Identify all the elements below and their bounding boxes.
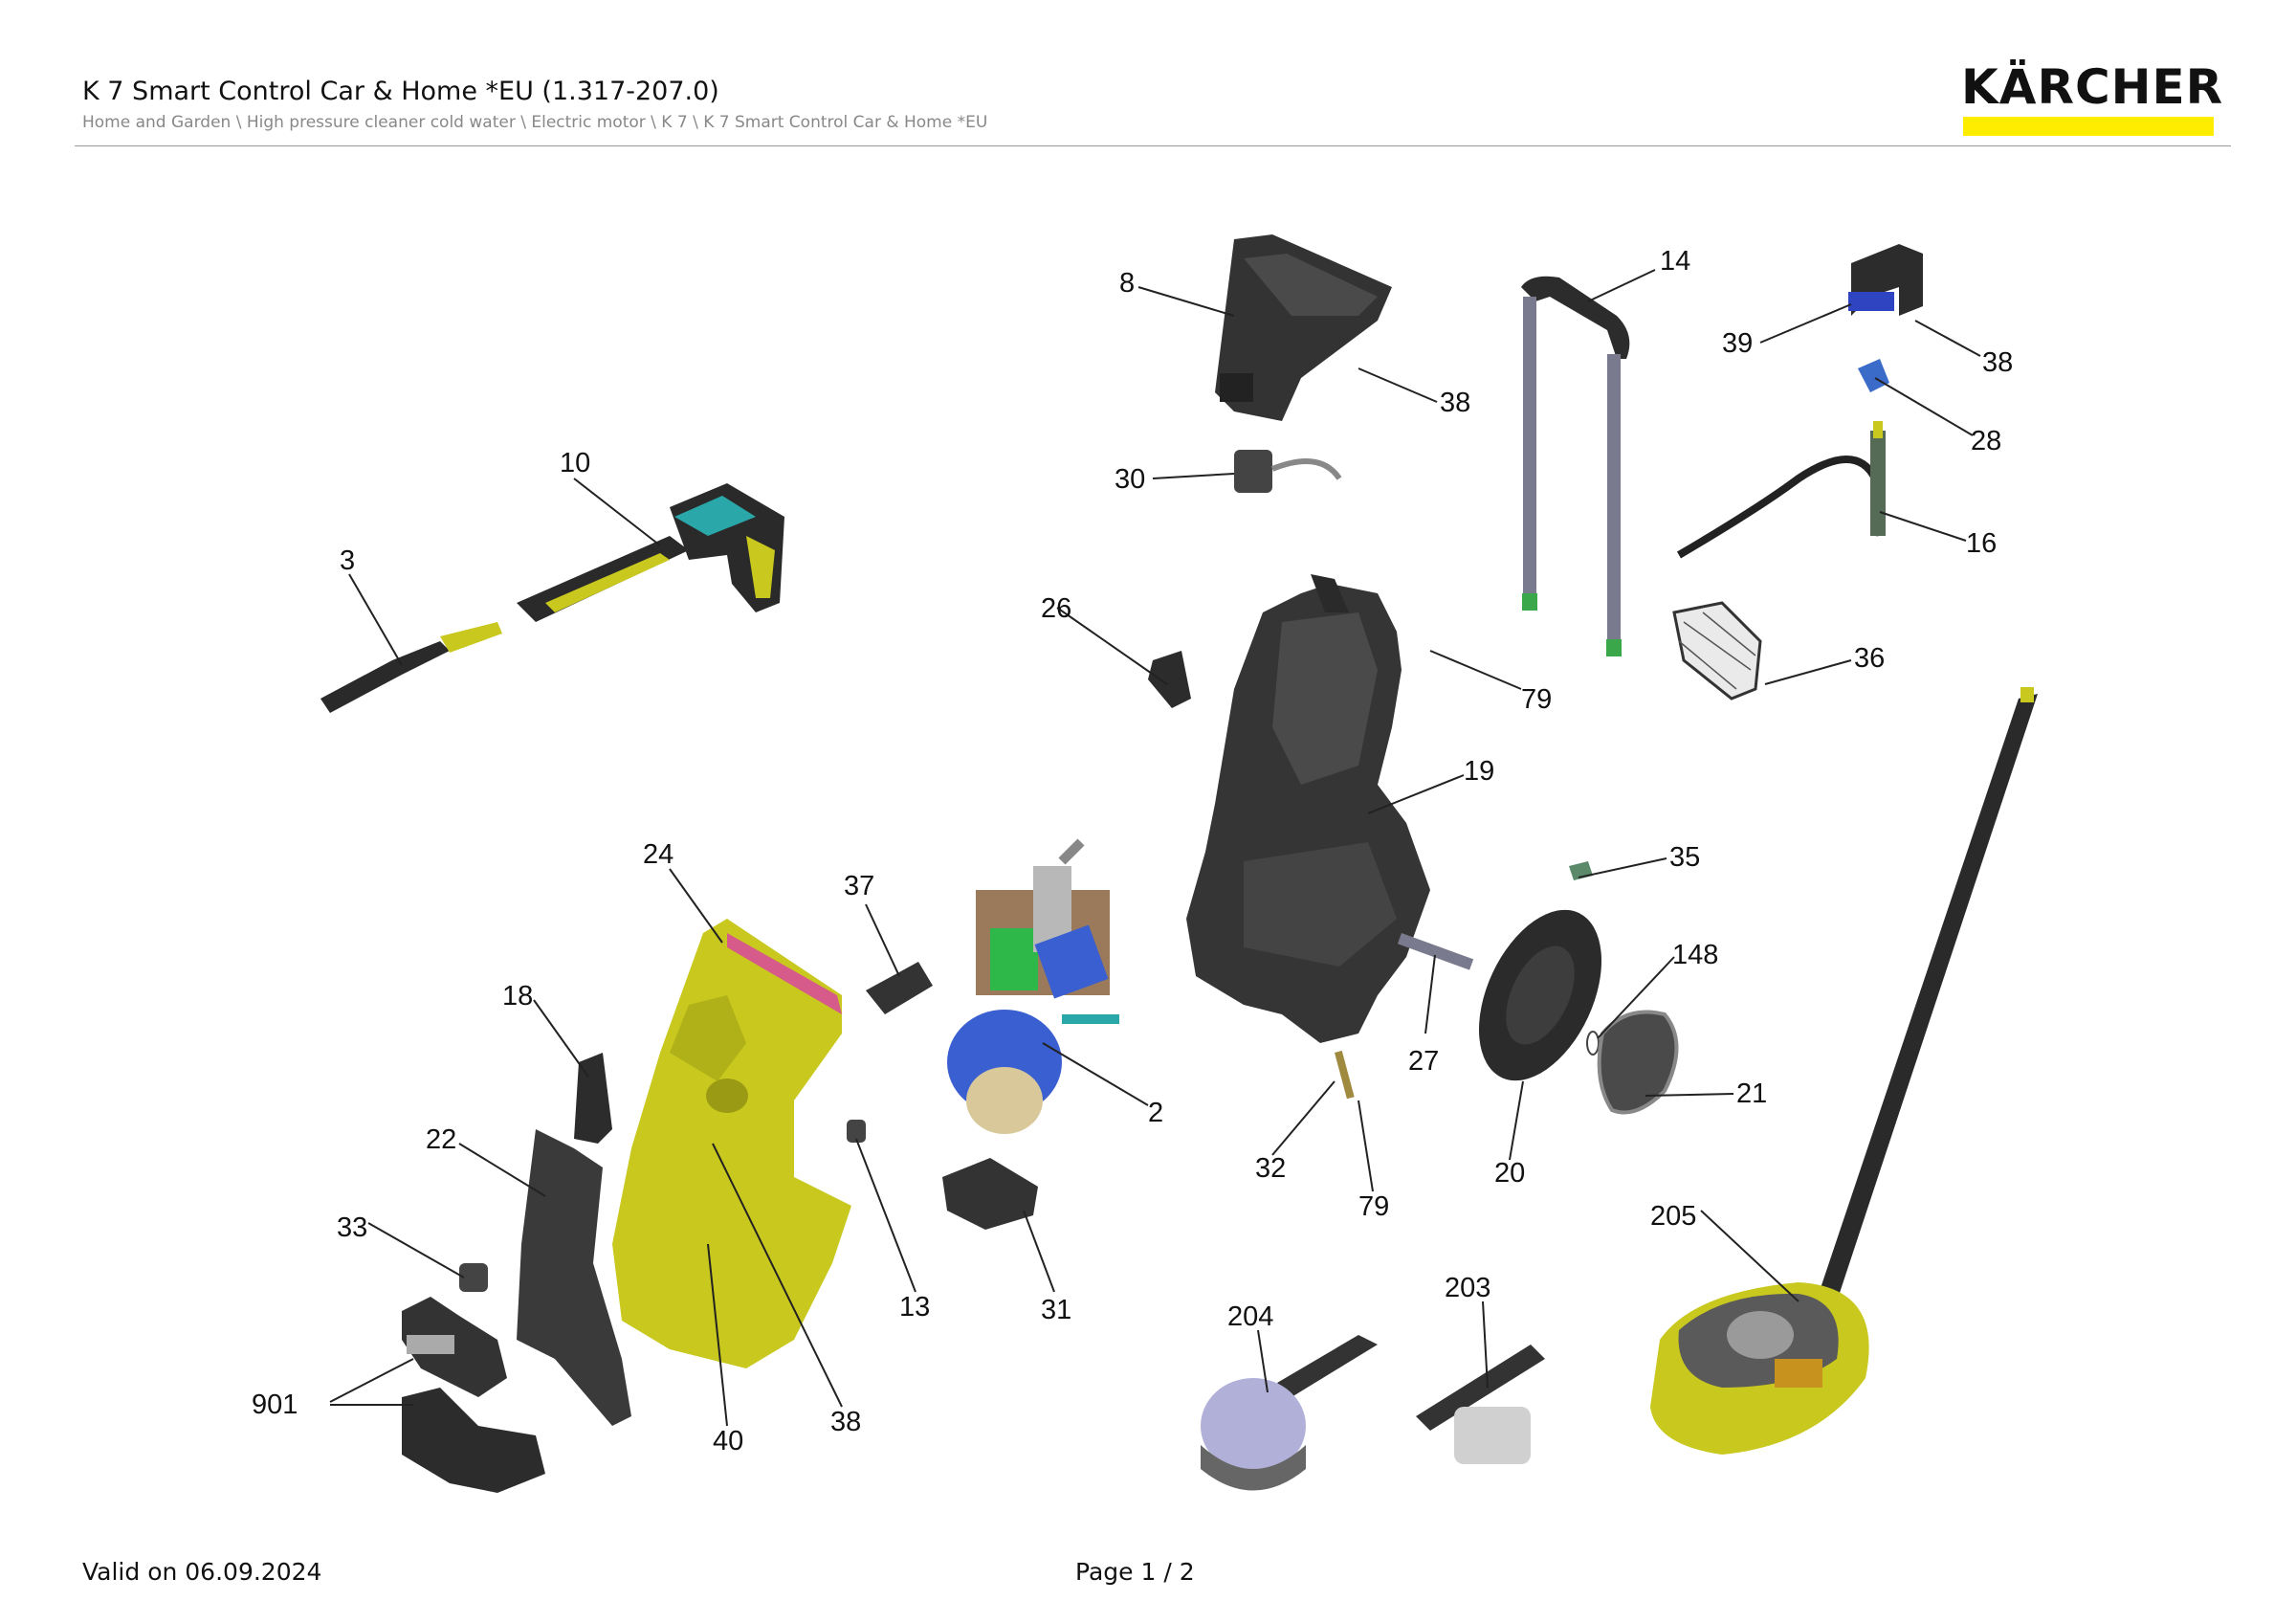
part-3-lance bbox=[320, 622, 502, 713]
callout-24[interactable]: 24 bbox=[643, 839, 673, 870]
callout-3[interactable]: 3 bbox=[340, 545, 355, 576]
callout-16[interactable]: 16 bbox=[1966, 528, 1997, 559]
callout-31[interactable]: 31 bbox=[1041, 1295, 1071, 1325]
callout-901[interactable]: 901 bbox=[252, 1390, 298, 1420]
callout-19[interactable]: 19 bbox=[1464, 756, 1494, 787]
part-204-brush bbox=[1201, 1335, 1378, 1491]
part-27-axle bbox=[1397, 933, 1474, 970]
callout-21[interactable]: 21 bbox=[1736, 1078, 1767, 1109]
callout-20[interactable]: 20 bbox=[1494, 1158, 1525, 1189]
callout-22[interactable]: 22 bbox=[426, 1124, 456, 1155]
page-number: Page 1 / 2 bbox=[1075, 1558, 1195, 1586]
callout-36[interactable]: 36 bbox=[1854, 643, 1885, 674]
part-19-frame bbox=[1186, 574, 1430, 1043]
callout-30[interactable]: 30 bbox=[1115, 464, 1145, 495]
breadcrumb[interactable]: Home and Garden \ High pressure cleaner … bbox=[82, 113, 988, 132]
part-205-surface-cleaner bbox=[1650, 687, 2038, 1455]
part-901-bracket bbox=[402, 1297, 545, 1493]
karcher-logo-bar bbox=[1963, 117, 2214, 136]
part-2-motor-pump bbox=[947, 838, 1119, 1134]
callout-205[interactable]: 205 bbox=[1650, 1201, 1696, 1232]
part-32-screw bbox=[1334, 1050, 1355, 1100]
callout-148[interactable]: 148 bbox=[1672, 940, 1718, 970]
callout-13[interactable]: 13 bbox=[899, 1292, 930, 1323]
callout-32[interactable]: 32 bbox=[1255, 1153, 1286, 1184]
leader-lines bbox=[329, 269, 1981, 1427]
part-37-cap bbox=[866, 962, 933, 1014]
callout-33[interactable]: 33 bbox=[337, 1212, 367, 1243]
part-24-housing bbox=[612, 919, 851, 1368]
callout-14[interactable]: 14 bbox=[1660, 246, 1690, 277]
callout-2[interactable]: 2 bbox=[1148, 1098, 1163, 1128]
part-31-tray bbox=[942, 1158, 1038, 1230]
valid-on-date: Valid on 06.09.2024 bbox=[82, 1558, 322, 1586]
part-13-plug bbox=[847, 1120, 866, 1143]
callout-39[interactable]: 39 bbox=[1722, 328, 1753, 359]
part-28-connector bbox=[1858, 359, 1889, 392]
callout-27[interactable]: 27 bbox=[1408, 1046, 1439, 1077]
callout-79[interactable]: 79 bbox=[1521, 684, 1552, 715]
callout-204[interactable]: 204 bbox=[1227, 1301, 1273, 1332]
part-14-handle bbox=[1521, 276, 1630, 656]
callout-203[interactable]: 203 bbox=[1445, 1273, 1490, 1303]
part-36-filter bbox=[1672, 601, 1762, 700]
callout-10[interactable]: 10 bbox=[560, 448, 590, 478]
part-26-clip bbox=[1148, 651, 1191, 708]
header-divider bbox=[75, 145, 2231, 146]
part-8-hood bbox=[1215, 234, 1392, 421]
callout-37[interactable]: 37 bbox=[844, 871, 874, 901]
part-10-spray-gun bbox=[517, 483, 784, 622]
part-148-ring bbox=[1586, 1031, 1600, 1056]
page-title: K 7 Smart Control Car & Home *EU (1.317-… bbox=[82, 77, 719, 106]
part-30-valve bbox=[1234, 450, 1342, 493]
callout-26[interactable]: 26 bbox=[1041, 593, 1071, 624]
part-20-wheel bbox=[1478, 909, 1602, 1081]
part-18-cover bbox=[574, 1053, 612, 1144]
part-22-panel bbox=[517, 1129, 631, 1426]
callout-79[interactable]: 79 bbox=[1358, 1191, 1389, 1222]
part-33-nut bbox=[459, 1263, 488, 1292]
callout-labels: 8 14 39 38 38 28 30 10 3 16 26 36 79 19 … bbox=[252, 246, 2013, 1456]
callout-18[interactable]: 18 bbox=[502, 981, 533, 1012]
part-21-hubcap bbox=[1597, 1010, 1679, 1115]
callout-38[interactable]: 38 bbox=[830, 1407, 861, 1437]
callout-38[interactable]: 38 bbox=[1440, 388, 1470, 418]
part-39-holder bbox=[1848, 244, 1923, 316]
callout-38[interactable]: 38 bbox=[1982, 347, 2013, 378]
part-203-foam-nozzle bbox=[1416, 1345, 1545, 1464]
callout-35[interactable]: 35 bbox=[1669, 842, 1700, 873]
part-16-hose bbox=[1676, 421, 1886, 559]
callout-28[interactable]: 28 bbox=[1971, 426, 2001, 456]
karcher-logo: KÄRCHER bbox=[1961, 59, 2224, 115]
callout-40[interactable]: 40 bbox=[713, 1426, 743, 1456]
callout-8[interactable]: 8 bbox=[1119, 268, 1135, 299]
